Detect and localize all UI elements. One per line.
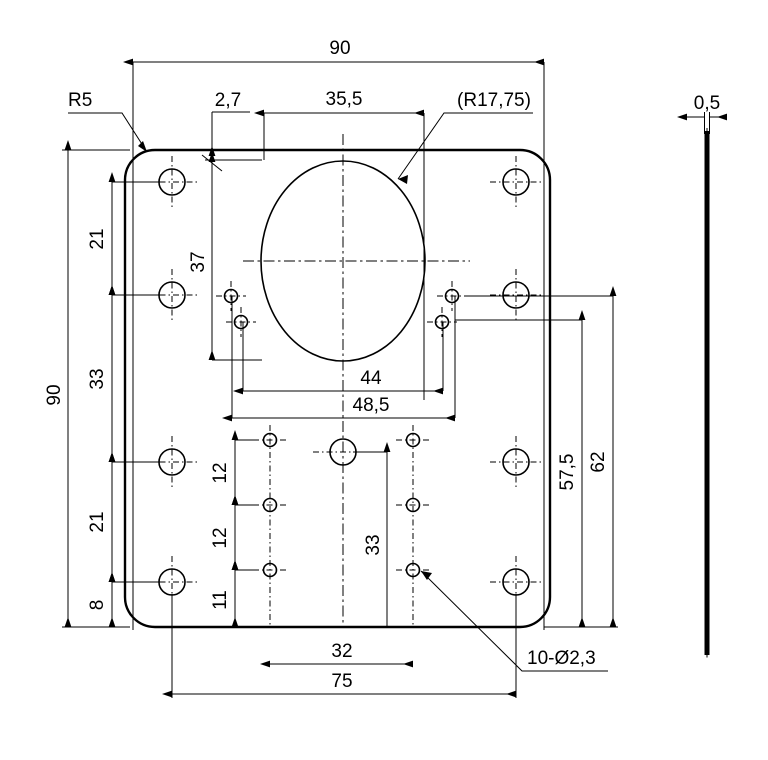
leader-arrow: [421, 571, 432, 580]
dim-label-hole-callout: 10-Ø2,3: [527, 648, 596, 669]
dimension-2-7: 2,7: [201, 90, 262, 172]
dim-label-12-b: 12: [210, 527, 231, 548]
dim-label-21-upper: 21: [87, 228, 108, 249]
dim-label-37: 37: [188, 251, 209, 272]
dimension-35-5: 35,5: [254, 89, 425, 400]
dim-label-48-5: 48,5: [353, 395, 390, 416]
leader-hole-callout: 10-Ø2,3: [420, 570, 608, 672]
dim-label-r5: R5: [68, 90, 92, 111]
dimension-62: 62: [467, 286, 618, 628]
dimension-44: 44: [233, 322, 444, 395]
leader-line: [68, 112, 148, 153]
leader-arrow: [138, 141, 147, 152]
dimension-48-5: 48,5: [222, 296, 456, 422]
dimension-33-mid: 33: [353, 442, 391, 627]
dim-label-44: 44: [360, 368, 382, 389]
dim-label-2-7: 2,7: [215, 90, 241, 111]
dim-label-90-left: 90: [44, 384, 65, 405]
front-view-group: [123, 134, 552, 629]
dimension-32: 32: [260, 641, 413, 668]
dim-label-35-5: 35,5: [326, 89, 363, 110]
large-hole: [490, 436, 542, 488]
leader-r17-75: (R17,75): [397, 90, 533, 184]
dimension-stack-left: 21 33 21 8: [87, 172, 160, 627]
leader-line: [397, 112, 533, 180]
dim-label-0-5: 0,5: [694, 93, 720, 114]
large-hole: [490, 156, 542, 208]
hole-circle: [223, 288, 239, 304]
dim-label-75: 75: [331, 671, 352, 692]
dimension-stack-middle: 12 12 11: [210, 430, 258, 627]
dimension-57-5: 57,5: [455, 310, 586, 627]
hole-circle: [502, 448, 530, 476]
plate-outline: [123, 148, 552, 629]
large-hole: [490, 269, 542, 321]
hole-circle: [502, 281, 530, 309]
side-view-group: 0,5: [677, 93, 727, 658]
small-holes-group: [216, 281, 467, 627]
dim-label-32: 32: [331, 641, 352, 662]
hole-circle: [233, 314, 249, 330]
hole-circle: [502, 168, 530, 196]
dim-label-90-top: 90: [329, 38, 350, 59]
leader-arrow: [398, 175, 408, 184]
dim-label-33-mid: 33: [363, 534, 384, 555]
dimension-75: 75: [162, 594, 517, 698]
dimension-37: 37: [188, 152, 262, 361]
large-holes-group: [146, 156, 542, 608]
dim-label-21-lower: 21: [87, 511, 108, 532]
dimension-90-left: 90: [44, 140, 130, 628]
dim-label-8: 8: [87, 600, 108, 611]
dim-label-r17-75: (R17,75): [457, 90, 531, 111]
dimension-90-top: 90: [123, 38, 545, 630]
small-hole: [226, 307, 256, 337]
small-hole: [437, 281, 467, 311]
dim-label-11: 11: [210, 590, 231, 610]
dim-label-33-left: 33: [87, 368, 108, 389]
hole-circle: [434, 314, 450, 330]
dim-label-57-5: 57,5: [557, 454, 578, 491]
side-view-body: [704, 131, 710, 655]
small-hole: [427, 307, 457, 337]
leader-r5: R5: [68, 90, 148, 153]
dim-label-12-a: 12: [210, 462, 231, 483]
hole-circle: [444, 288, 460, 304]
leader-line: [420, 570, 608, 672]
small-hole: [216, 281, 246, 311]
dim-label-62: 62: [588, 451, 609, 472]
